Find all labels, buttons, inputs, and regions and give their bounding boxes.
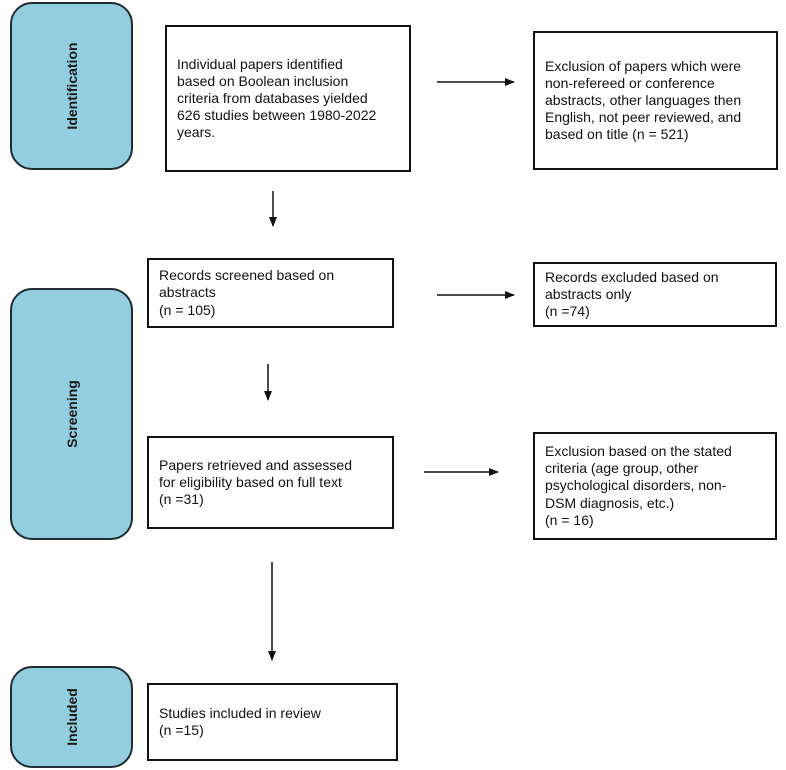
- box-retrieved-line: for eligibility based on full text: [159, 473, 342, 490]
- box-excluded-criteria-line: psychological disorders, non-: [545, 477, 727, 494]
- box-excluded-title: Exclusion of papers which were non-refer…: [533, 31, 778, 170]
- box-included: Studies included in review (n =15): [147, 683, 398, 761]
- box-included-line: (n =15): [159, 722, 204, 738]
- box-retrieved: Papers retrieved and assessed for eligib…: [147, 436, 394, 529]
- box-excluded-abstracts-line: abstracts only: [545, 285, 632, 302]
- box-excluded-criteria-line: criteria (age group, other: [545, 460, 699, 477]
- box-excluded-abstracts-line: Records excluded based on: [545, 268, 719, 285]
- box-excluded-title-line: non-refereed or conference: [545, 74, 715, 91]
- box-screened: Records screened based on abstracts (n =…: [147, 258, 394, 328]
- box-identified: Individual papers identified based on Bo…: [165, 25, 411, 172]
- box-screened-line: (n = 105): [159, 301, 216, 318]
- box-excluded-title-line: English, not peer reviewed, and: [545, 109, 742, 126]
- box-excluded-criteria-line: DSM diagnosis, etc.): [545, 494, 675, 511]
- stage-included: Included: [10, 666, 133, 768]
- box-screened-line: abstracts: [159, 284, 216, 301]
- box-identified-line: 626 studies between 1980-2022: [177, 107, 377, 124]
- box-retrieved-line: Papers retrieved and assessed: [159, 456, 352, 473]
- box-identified-line: based on Boolean inclusion: [177, 72, 349, 89]
- box-identified-line: Individual papers identified: [177, 55, 343, 72]
- box-identified-line: years.: [177, 124, 216, 141]
- box-excluded-abstracts: Records excluded based on abstracts only…: [533, 262, 777, 327]
- box-excluded-criteria-line: (n = 16): [545, 511, 594, 528]
- box-excluded-criteria-line: Exclusion based on the stated: [545, 443, 732, 460]
- box-retrieved-line: (n =31): [159, 491, 204, 508]
- box-excluded-title-line: abstracts, other languages then: [545, 91, 742, 108]
- box-screened-line: Records screened based on: [159, 267, 335, 284]
- stage-identification: Identification: [10, 2, 133, 170]
- stage-screening: Screening: [10, 288, 133, 540]
- box-excluded-title-line: Exclusion of papers which were: [545, 57, 742, 74]
- box-identified-line: criteria from databases yielded: [177, 89, 368, 106]
- box-excluded-title-line: based on title (n = 521): [545, 126, 689, 143]
- box-excluded-abstracts-line: (n =74): [545, 303, 590, 320]
- box-excluded-criteria: Exclusion based on the stated criteria (…: [533, 432, 777, 540]
- box-included-line: Studies included in review: [159, 704, 321, 721]
